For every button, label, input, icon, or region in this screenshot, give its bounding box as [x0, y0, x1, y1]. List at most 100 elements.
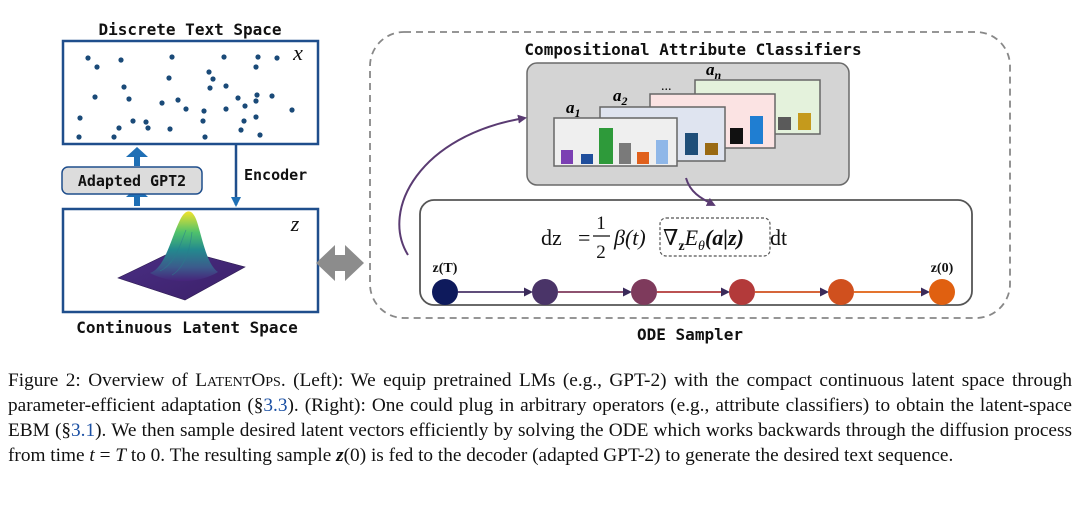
text-point — [159, 100, 165, 106]
text-point — [169, 54, 175, 60]
text-point — [254, 92, 260, 98]
text-point — [77, 115, 83, 121]
caption-line2a: latent space through parameter-efficient… — [8, 370, 1073, 416]
latent-sample-node — [929, 279, 955, 305]
text-point — [257, 132, 263, 138]
caption-line5: is fed to the decoder (adapted GPT-2) to… — [366, 445, 954, 466]
text-point — [201, 108, 207, 114]
caption-equals: = — [94, 445, 116, 466]
caption-line2b: ). (Right): One could plug in arbitrary … — [287, 395, 710, 416]
text-point — [111, 134, 117, 140]
caption-var-T: T — [115, 445, 127, 466]
latent-sample-node — [729, 279, 755, 305]
caption-line4b: to 0. The resulting sample — [126, 445, 332, 466]
end-label: z(0) — [931, 261, 954, 276]
text-space-symbol: x — [292, 40, 303, 65]
text-point — [76, 134, 82, 140]
caption-var-z-arg: (0) — [343, 445, 367, 466]
svg-text:dt: dt — [770, 225, 787, 250]
adapted-gpt2-label: Adapted GPT2 — [78, 172, 186, 190]
classifier-bar — [637, 152, 649, 164]
start-label: z(T) — [433, 261, 458, 276]
classifier-bar — [581, 154, 593, 164]
caption-line4a: solving the ODE which works backwards th… — [8, 420, 1072, 466]
gradient-curve-arrow — [685, 177, 716, 206]
caption-overview-of: Overview of — [88, 370, 188, 391]
classifiers-title: Compositional Attribute Classifiers — [524, 40, 861, 59]
latent-space-title: Continuous Latent Space — [76, 318, 298, 337]
classifier-label-an: an — [706, 60, 722, 82]
feedback-curve-arrow — [398, 114, 527, 256]
classifier-label-a1: a1 — [566, 98, 581, 120]
figure-diagram: Discrete Text Space x Adapted GPT2 Encod… — [61, 20, 1011, 344]
text-space-title: Discrete Text Space — [98, 20, 281, 39]
classifier-1-bars — [561, 128, 668, 164]
text-point — [253, 114, 259, 120]
caption-line3a: attribute classifiers) to obtain the lat… — [8, 395, 1072, 441]
encoder-label: Encoder — [244, 166, 307, 184]
svg-text:∇zEθ(a|z): ∇zEθ(a|z) — [663, 225, 744, 254]
caption-line1: . (Left): We equip pretrained LMs (e.g.,… — [280, 370, 905, 391]
text-point — [143, 119, 149, 125]
caption-method-name: LatentOps — [195, 370, 281, 391]
text-point — [210, 76, 216, 82]
text-point — [118, 57, 124, 63]
classifier-label-a2: a2 — [613, 86, 628, 108]
bidirectional-arrow — [316, 245, 364, 281]
caption-ref-3-3[interactable]: 3.3 — [263, 395, 288, 416]
text-point — [85, 55, 91, 61]
svg-text:1: 1 — [596, 213, 606, 234]
text-point — [175, 97, 181, 103]
latent-sample-node — [532, 279, 558, 305]
classifier-bar — [619, 143, 631, 164]
text-point — [116, 125, 122, 131]
text-point — [202, 134, 208, 140]
text-point — [241, 118, 247, 124]
caption-var-t: t — [89, 445, 95, 466]
text-point — [121, 84, 127, 90]
ode-sampler-box — [419, 199, 973, 306]
classifier-bar — [656, 140, 668, 164]
text-point — [94, 64, 100, 70]
text-point — [223, 83, 229, 89]
operator-dashed-region — [369, 31, 1011, 319]
text-point — [207, 85, 213, 91]
classifier-bar — [599, 128, 613, 164]
text-point — [253, 64, 259, 70]
text-point — [145, 125, 151, 131]
text-point — [167, 126, 173, 132]
svg-text:2: 2 — [596, 242, 606, 263]
text-point — [206, 69, 212, 75]
classifier-label-ellipsis: ... — [661, 79, 672, 94]
caption-var-z: z — [336, 445, 344, 466]
sampling-chain — [432, 279, 955, 305]
figure-caption: Figure 2: Overview of LatentOps. (Left):… — [8, 368, 1072, 468]
svg-text:=: = — [578, 225, 590, 250]
sampler-title: ODE Sampler — [637, 325, 743, 344]
text-point — [238, 127, 244, 133]
gaussian-surface — [117, 211, 246, 301]
latent-sample-node — [828, 279, 854, 305]
ode-equation: dz = 1 2 β(t) ∇zEθ(a|z) dt — [541, 213, 787, 263]
text-point — [126, 96, 132, 102]
text-point — [255, 54, 261, 60]
classifier-bar — [561, 150, 573, 164]
latent-space-symbol: z — [290, 211, 300, 236]
text-point — [235, 95, 241, 101]
text-space-box — [61, 39, 320, 146]
text-point — [166, 75, 172, 81]
text-point — [200, 118, 206, 124]
svg-text:dz: dz — [541, 225, 562, 250]
text-point — [221, 54, 227, 60]
text-point — [253, 98, 259, 104]
caption-figure-number: Figure 2: — [8, 370, 81, 391]
text-point — [183, 106, 189, 112]
latent-sample-node — [432, 279, 458, 305]
text-point — [289, 107, 295, 113]
svg-text:β(t): β(t) — [613, 225, 646, 250]
text-point — [130, 118, 136, 124]
text-point — [242, 103, 248, 109]
caption-ref-3-1[interactable]: 3.1 — [71, 420, 96, 441]
gradient-term-highlight — [659, 217, 771, 257]
adapted-gpt2-box — [61, 166, 203, 195]
